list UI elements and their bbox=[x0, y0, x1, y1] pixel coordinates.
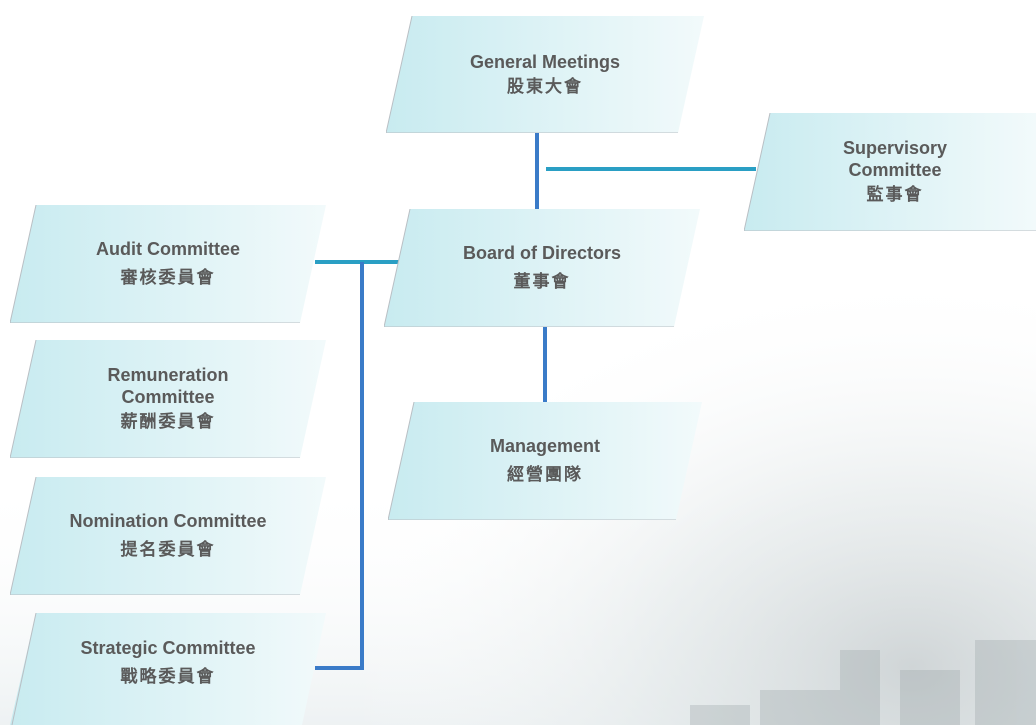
node-title-en: Strategic Committee bbox=[80, 638, 256, 658]
node-shape bbox=[10, 477, 326, 595]
node-title-en: General Meetings bbox=[469, 51, 621, 72]
node-shape bbox=[10, 613, 326, 725]
node-title-zh: 戰略委員會 bbox=[120, 667, 216, 687]
node-title-en: Remuneration Committee bbox=[107, 365, 229, 407]
node-nomination-committee: Nomination Committee 提名委員會 bbox=[10, 477, 326, 595]
node-shape bbox=[10, 340, 326, 458]
node-shape bbox=[384, 209, 700, 327]
node-shape bbox=[386, 16, 704, 133]
node-title-en: Nomination Committee bbox=[69, 511, 267, 531]
node-title-en: Management bbox=[489, 436, 601, 456]
node-title-en: Board of Directors bbox=[462, 243, 622, 263]
node-supervisory-committee: Supervisory Committee 監事會 bbox=[744, 113, 1036, 231]
node-title-zh: 審核委員會 bbox=[120, 268, 216, 288]
node-remuneration-committee: Remuneration Committee 薪酬委員會 bbox=[10, 340, 326, 458]
node-title-zh: 提名委員會 bbox=[120, 540, 216, 560]
node-audit-committee: Audit Committee 審核委員會 bbox=[10, 205, 326, 323]
node-title-zh: 經營團隊 bbox=[507, 465, 583, 485]
node-title-zh: 股東大會 bbox=[507, 76, 583, 97]
node-strategic-committee: Strategic Committee 戰略委員會 bbox=[10, 613, 326, 725]
node-title-en: Supervisory Committee bbox=[842, 138, 948, 180]
node-title-zh: 薪酬委員會 bbox=[120, 412, 216, 432]
node-management: Management 經營團隊 bbox=[388, 402, 702, 520]
node-shape bbox=[388, 402, 702, 520]
node-title-zh: 董事會 bbox=[513, 272, 571, 292]
node-title-en: Audit Committee bbox=[96, 239, 240, 259]
node-shape bbox=[744, 113, 1036, 231]
node-general-meetings: General Meetings 股東大會 bbox=[386, 16, 704, 133]
node-title-zh: 監事會 bbox=[866, 185, 924, 205]
node-board-of-directors: Board of Directors 董事會 bbox=[384, 209, 700, 327]
node-shape bbox=[10, 205, 326, 323]
